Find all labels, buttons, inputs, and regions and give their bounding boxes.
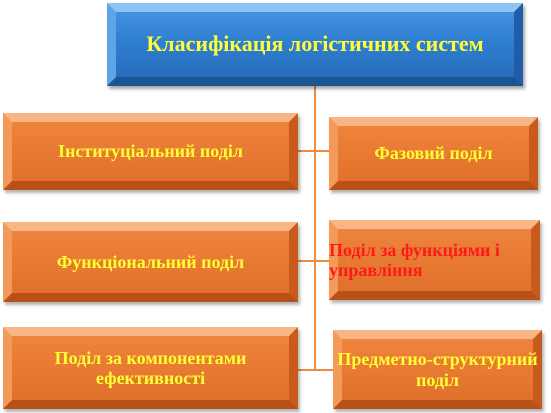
- node-label: Поділ за функціями і управління: [329, 239, 500, 280]
- node-efficiency-components-division: Поділ за компонентами ефективності: [3, 327, 298, 409]
- node-label: Функціональний поділ: [56, 251, 245, 272]
- root-node: Класифікація логістичних систем: [107, 3, 523, 86]
- node-functions-management-division: Поділ за функціями і управління: [329, 220, 540, 300]
- node-label: Інституціальний поділ: [57, 141, 243, 162]
- node-label: Фазовий поділ: [374, 143, 493, 164]
- node-phase-division: Фазовий поділ: [329, 117, 538, 190]
- root-node-label: Класифікація логістичних систем: [146, 31, 484, 57]
- node-label: Предметно-структурний поділ: [337, 349, 538, 390]
- node-institutional-division: Інституціальний поділ: [3, 113, 298, 190]
- node-subject-structural-division: Предметно-структурний поділ: [333, 330, 542, 409]
- node-label: Поділ за компонентами ефективності: [54, 347, 247, 388]
- node-functional-division: Функціональний поділ: [3, 222, 298, 302]
